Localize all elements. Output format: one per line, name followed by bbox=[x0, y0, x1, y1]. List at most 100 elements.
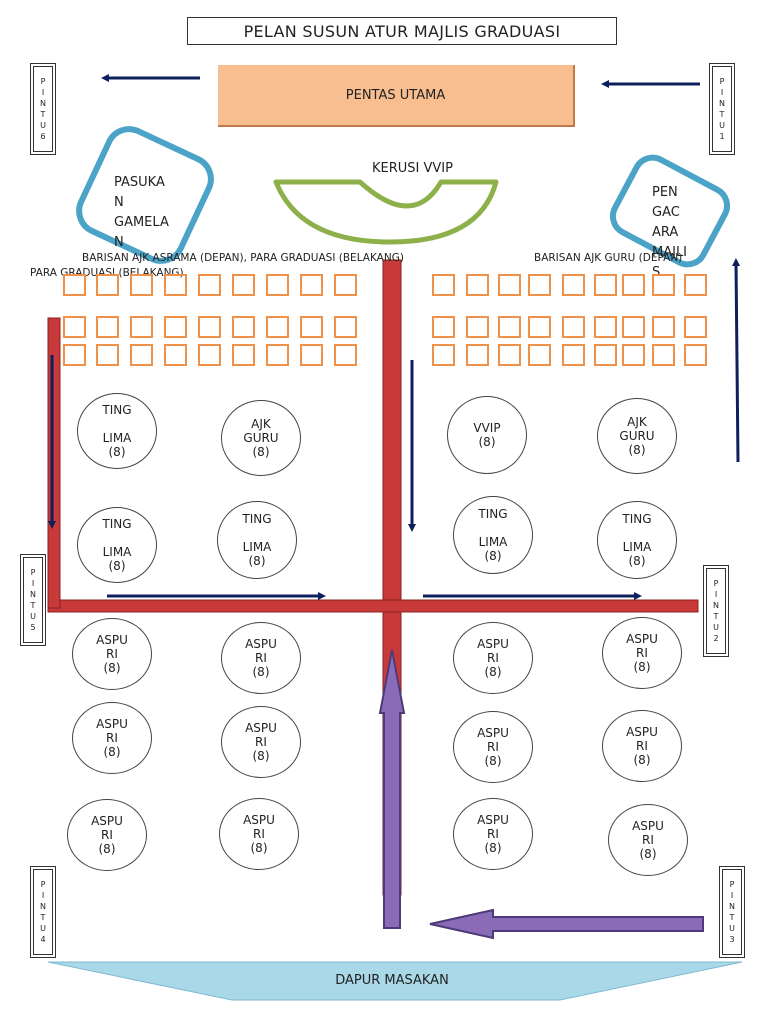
door-3[interactable]: P I N T U 3 bbox=[719, 866, 745, 958]
table-ajk-guru[interactable]: AJK GURU (8) bbox=[221, 400, 301, 476]
table-ting-lima[interactable]: TING LIMA (8) bbox=[77, 507, 157, 583]
seat[interactable] bbox=[96, 274, 119, 296]
seat[interactable] bbox=[334, 316, 357, 338]
seat[interactable] bbox=[652, 274, 675, 296]
seat[interactable] bbox=[198, 316, 221, 338]
seat[interactable] bbox=[498, 316, 521, 338]
seat[interactable] bbox=[528, 344, 551, 366]
table-aspuri[interactable]: ASPU RI (8) bbox=[221, 622, 301, 694]
table-count: (8) bbox=[252, 749, 270, 763]
seat[interactable] bbox=[63, 274, 86, 296]
seat[interactable] bbox=[334, 274, 357, 296]
table-aspuri[interactable]: ASPU RI (8) bbox=[219, 798, 299, 870]
seat[interactable] bbox=[266, 344, 289, 366]
table-name: TING LIMA bbox=[102, 517, 132, 559]
seat[interactable] bbox=[300, 316, 323, 338]
table-count: (8) bbox=[633, 753, 651, 767]
seat[interactable] bbox=[300, 274, 323, 296]
seat[interactable] bbox=[466, 316, 489, 338]
door-2[interactable]: P I N T U 2 bbox=[703, 565, 729, 657]
seat[interactable] bbox=[622, 316, 645, 338]
seat[interactable] bbox=[198, 344, 221, 366]
seat[interactable] bbox=[594, 316, 617, 338]
seat[interactable] bbox=[164, 344, 187, 366]
seat[interactable] bbox=[232, 316, 255, 338]
seat[interactable] bbox=[498, 274, 521, 296]
table-aspuri[interactable]: ASPU RI (8) bbox=[602, 617, 682, 689]
table-count: (8) bbox=[108, 559, 126, 573]
seat[interactable] bbox=[594, 274, 617, 296]
seat[interactable] bbox=[300, 344, 323, 366]
table-name: ASPU RI bbox=[243, 813, 275, 841]
seat[interactable] bbox=[164, 316, 187, 338]
seat[interactable] bbox=[528, 316, 551, 338]
vvip-seating-arc bbox=[273, 179, 499, 245]
table-name: ASPU RI bbox=[91, 814, 123, 842]
door-5[interactable]: P I N T U 5 bbox=[20, 554, 46, 646]
table-aspuri[interactable]: ASPU RI (8) bbox=[67, 799, 147, 871]
seat[interactable] bbox=[130, 274, 153, 296]
door-3-char: N bbox=[729, 902, 735, 911]
seat[interactable] bbox=[652, 316, 675, 338]
table-name: TING LIMA bbox=[622, 512, 652, 554]
seat[interactable] bbox=[562, 316, 585, 338]
door-6[interactable]: P I N T U 6 bbox=[30, 63, 56, 155]
seat[interactable] bbox=[562, 274, 585, 296]
seat[interactable] bbox=[232, 344, 255, 366]
table-ting-lima[interactable]: TING LIMA (8) bbox=[217, 501, 297, 579]
table-ting-lima[interactable]: TING LIMA (8) bbox=[453, 496, 533, 574]
seat[interactable] bbox=[652, 344, 675, 366]
seat[interactable] bbox=[432, 344, 455, 366]
seat[interactable] bbox=[684, 274, 707, 296]
seat[interactable] bbox=[466, 274, 489, 296]
seat[interactable] bbox=[432, 274, 455, 296]
seat[interactable] bbox=[96, 344, 119, 366]
table-aspuri[interactable]: ASPU RI (8) bbox=[72, 618, 152, 690]
seat[interactable] bbox=[622, 274, 645, 296]
seat[interactable] bbox=[562, 344, 585, 366]
door-1[interactable]: P I N T U 1 bbox=[709, 63, 735, 155]
walkway-vertical-left bbox=[47, 317, 61, 609]
seat[interactable] bbox=[232, 274, 255, 296]
seat[interactable] bbox=[130, 316, 153, 338]
seat[interactable] bbox=[96, 316, 119, 338]
seat[interactable] bbox=[130, 344, 153, 366]
door-3-char: 3 bbox=[729, 935, 735, 944]
seat[interactable] bbox=[63, 344, 86, 366]
seat[interactable] bbox=[684, 344, 707, 366]
gamelan-label: PASUKA N GAMELA N bbox=[114, 175, 169, 250]
door-6-char: U bbox=[40, 121, 46, 130]
table-vvip[interactable]: VVIP (8) bbox=[447, 396, 527, 474]
seat[interactable] bbox=[198, 274, 221, 296]
table-aspuri[interactable]: ASPU RI (8) bbox=[453, 711, 533, 783]
table-count: (8) bbox=[250, 841, 268, 855]
table-aspuri[interactable]: ASPU RI (8) bbox=[602, 710, 682, 782]
table-count: (8) bbox=[248, 554, 266, 568]
door-4[interactable]: P I N T U 4 bbox=[30, 866, 56, 958]
seat[interactable] bbox=[266, 316, 289, 338]
seat[interactable] bbox=[528, 274, 551, 296]
table-ting-lima[interactable]: TING LIMA (8) bbox=[77, 393, 157, 469]
seat[interactable] bbox=[498, 344, 521, 366]
seat[interactable] bbox=[266, 274, 289, 296]
seat[interactable] bbox=[164, 274, 187, 296]
seat[interactable] bbox=[622, 344, 645, 366]
table-ajk-guru[interactable]: AJK GURU (8) bbox=[597, 398, 677, 474]
seat[interactable] bbox=[63, 316, 86, 338]
seat[interactable] bbox=[466, 344, 489, 366]
table-aspuri[interactable]: ASPU RI (8) bbox=[72, 702, 152, 774]
table-count: (8) bbox=[639, 847, 657, 861]
seat[interactable] bbox=[684, 316, 707, 338]
table-aspuri[interactable]: ASPU RI (8) bbox=[453, 622, 533, 694]
table-aspuri[interactable]: ASPU RI (8) bbox=[221, 706, 301, 778]
seat[interactable] bbox=[334, 344, 357, 366]
kitchen-area bbox=[47, 961, 743, 1001]
seat[interactable] bbox=[432, 316, 455, 338]
table-name: ASPU RI bbox=[245, 637, 277, 665]
table-ting-lima[interactable]: TING LIMA (8) bbox=[597, 501, 677, 579]
seat[interactable] bbox=[594, 344, 617, 366]
door-6-char: N bbox=[40, 99, 46, 108]
table-name: ASPU RI bbox=[245, 721, 277, 749]
table-aspuri[interactable]: ASPU RI (8) bbox=[453, 798, 533, 870]
table-aspuri[interactable]: ASPU RI (8) bbox=[608, 804, 688, 876]
